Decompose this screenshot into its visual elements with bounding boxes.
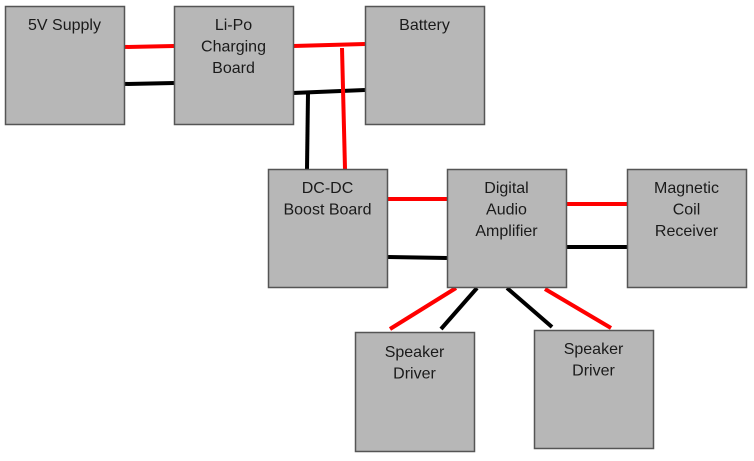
wire-positive-charger-to-battery xyxy=(292,42,366,48)
wire-ground-amp-to-speaker2 xyxy=(505,286,554,329)
node-label-supply-line-1: 5V Supply xyxy=(28,17,101,34)
node-label-charger-line-1: Li-Po xyxy=(215,17,252,34)
wire-ground-boost-to-amp xyxy=(387,255,448,260)
wire-ground-supply-to-charger xyxy=(123,81,175,86)
node-label-coil-line-1: Magnetic xyxy=(654,180,719,197)
node-label-battery-line-1: Battery xyxy=(399,17,450,34)
node-label-boost-line-2: Boost Board xyxy=(283,202,371,219)
node-box-charger xyxy=(173,5,295,126)
wire-positive-charger-battery-positive-to-boost xyxy=(340,47,347,170)
node-label-speaker2-line-2: Driver xyxy=(572,363,615,380)
node-label-coil-line-2: Coil xyxy=(673,202,701,219)
node-battery: Battery xyxy=(364,5,486,126)
node-label-amp-line-2: Audio xyxy=(486,202,527,219)
wire-ground-charger-battery-ground-to-boost xyxy=(305,92,310,170)
node-label-amp-line-1: Digital xyxy=(484,180,528,197)
node-box-coil xyxy=(626,168,748,289)
node-label-speaker2-line-1: Speaker xyxy=(564,341,624,358)
node-label-speaker1-line-2: Driver xyxy=(393,366,436,383)
node-box-supply xyxy=(4,5,126,126)
wire-ground-charger-to-battery xyxy=(292,88,366,95)
node-box-speaker1 xyxy=(354,331,476,453)
node-box-speaker2 xyxy=(533,329,655,450)
wires-layer xyxy=(123,42,627,331)
node-box-boost xyxy=(267,168,389,289)
node-box-amp xyxy=(446,168,568,289)
node-supply: 5V Supply xyxy=(4,5,126,126)
wire-positive-supply-to-charger xyxy=(123,44,175,49)
node-label-charger-line-2: Charging xyxy=(201,39,266,56)
node-box-battery xyxy=(364,5,486,126)
node-label-coil-line-3: Receiver xyxy=(655,223,719,240)
wire-positive-amp-to-speaker1 xyxy=(388,286,458,331)
node-boost: DC-DC Boost Board xyxy=(267,168,389,289)
node-label-amp-line-3: Amplifier xyxy=(475,223,538,240)
node-label-boost-line-1: DC-DC xyxy=(302,180,354,197)
node-label-charger-line-3: Board xyxy=(212,60,255,77)
wire-ground-amp-to-speaker1 xyxy=(439,286,479,331)
wire-positive-amp-to-speaker2 xyxy=(543,287,613,330)
node-label-speaker1-line-1: Speaker xyxy=(385,344,445,361)
